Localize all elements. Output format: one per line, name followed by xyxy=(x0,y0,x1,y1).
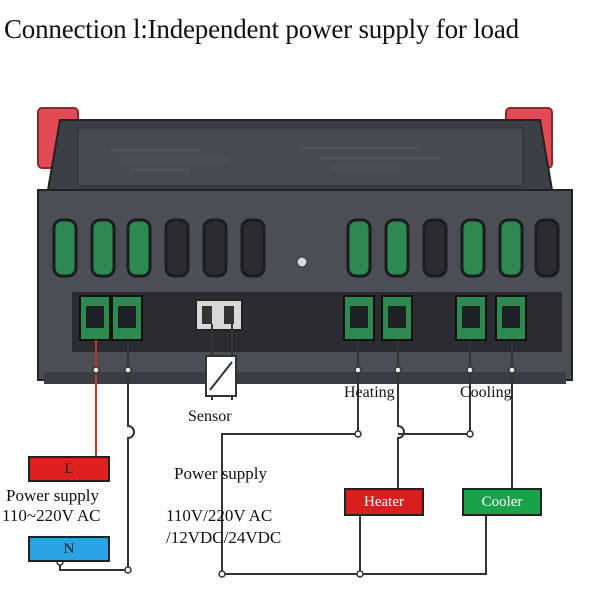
cooling-label: Cooling xyxy=(460,384,512,401)
junction-dots xyxy=(56,366,516,578)
voltage-label-line2: /12VDC/24VDC xyxy=(166,528,282,547)
terminal-strip xyxy=(72,292,562,352)
wire-neutral xyxy=(59,340,135,571)
wire-cooler-return xyxy=(360,516,487,575)
vent-slots xyxy=(52,218,560,278)
live-terminal-box: L xyxy=(28,456,110,482)
wire-heating-a xyxy=(221,340,361,575)
neutral-terminal-label: N xyxy=(63,540,75,557)
voltage-label-left: 110~220V AC xyxy=(2,506,101,525)
heater-box: Heater xyxy=(344,488,424,516)
center-screw-hole xyxy=(296,256,308,268)
terminal-screws xyxy=(86,306,520,328)
sensor-label: Sensor xyxy=(188,408,232,425)
live-terminal-label: L xyxy=(64,460,74,477)
power-supply-label-right: Power supply xyxy=(174,464,268,483)
wire-heating-b xyxy=(397,340,405,488)
diagram-title: Connection l:Independent power supply fo… xyxy=(4,14,519,44)
housing-top-panel xyxy=(77,127,524,187)
housing-bottom-lip xyxy=(44,372,566,384)
neutral-terminal-box: N xyxy=(28,536,110,562)
heating-label: Heating xyxy=(344,384,395,401)
power-supply-label-left: Power supply xyxy=(6,486,100,505)
cooler-box: Cooler xyxy=(462,488,542,516)
cooler-label: Cooler xyxy=(481,493,523,510)
heater-label: Heater xyxy=(364,493,404,510)
voltage-label-line1: 110V/220V AC xyxy=(166,506,273,525)
